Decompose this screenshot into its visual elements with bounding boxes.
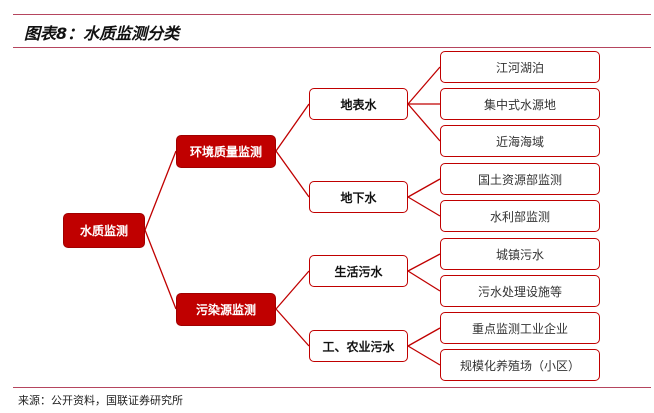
connector	[407, 270, 441, 292]
top-rule	[13, 14, 651, 15]
figure-title: 图表8：水质监测分类	[24, 24, 180, 43]
connector	[407, 103, 441, 142]
leaf-node: 江河湖泊	[440, 51, 600, 83]
connector	[407, 345, 441, 366]
leaf-node: 重点监测工业企业	[440, 312, 600, 344]
connector	[407, 66, 441, 105]
leaf-node: 水利部监测	[440, 200, 600, 232]
leaf-node: 规模化养殖场（小区）	[440, 349, 600, 381]
leaf-node: 近海海域	[440, 125, 600, 157]
branch-environment-quality: 环境质量监测	[176, 135, 276, 168]
connector	[407, 178, 441, 198]
node-surface-water: 地表水	[309, 88, 408, 120]
node-groundwater: 地下水	[309, 181, 408, 213]
connector	[407, 253, 441, 272]
root-node: 水质监测	[63, 213, 145, 248]
connector	[407, 196, 441, 217]
connector	[144, 229, 177, 310]
node-domestic-sewage: 生活污水	[309, 255, 408, 287]
leaf-node: 污水处理设施等	[440, 275, 600, 307]
leaf-node: 城镇污水	[440, 238, 600, 270]
leaf-node: 国土资源部监测	[440, 163, 600, 195]
connector	[407, 327, 441, 347]
branch-pollution-source: 污染源监测	[176, 293, 276, 326]
connector	[275, 270, 310, 310]
connector	[275, 103, 310, 152]
title-rule	[13, 47, 651, 48]
connector	[275, 150, 310, 198]
bottom-rule	[13, 387, 651, 388]
node-industrial-agricultural-sewage: 工、农业污水	[309, 330, 408, 362]
source-note: 来源：公开资料，国联证券研究所	[18, 394, 183, 407]
connector	[144, 150, 177, 231]
connector	[275, 308, 310, 347]
leaf-node: 集中式水源地	[440, 88, 600, 120]
